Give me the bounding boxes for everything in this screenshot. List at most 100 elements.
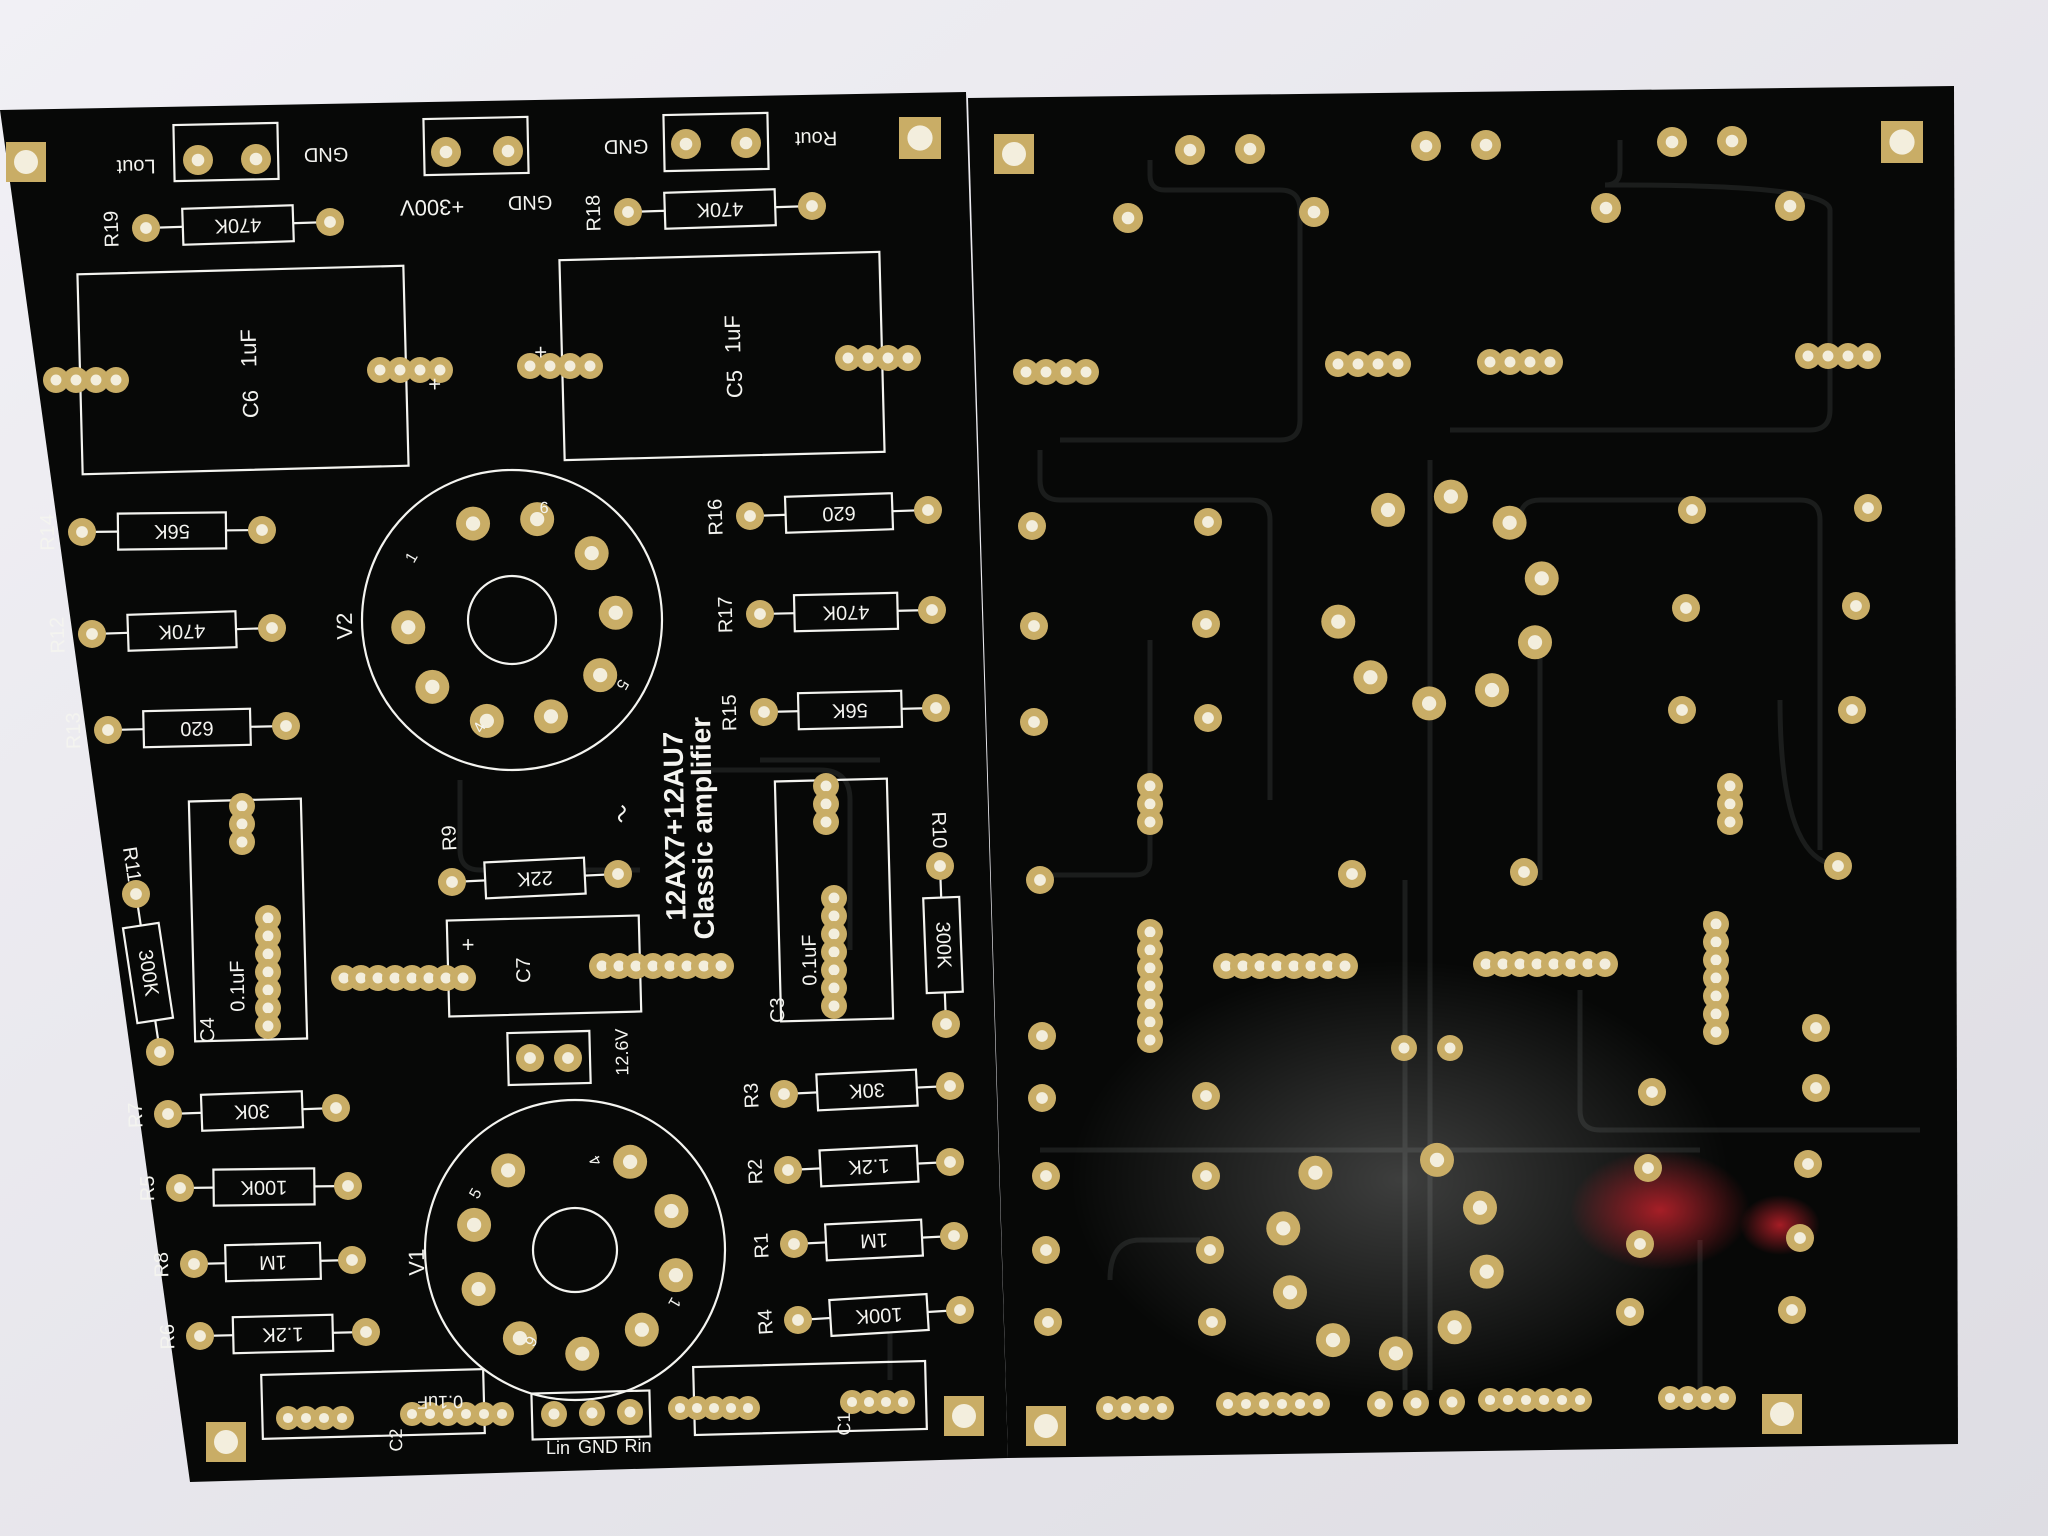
mount-hole bbox=[206, 1422, 246, 1462]
resistor-value: 470K bbox=[214, 213, 262, 237]
v12-connector-box bbox=[506, 1029, 592, 1087]
back-pad bbox=[1053, 359, 1079, 385]
resistor-pad bbox=[784, 1306, 812, 1334]
v2-pin-pad bbox=[469, 703, 504, 738]
c6-pad bbox=[43, 367, 69, 393]
back-pad bbox=[1367, 1391, 1393, 1417]
c2-pad bbox=[472, 1402, 496, 1426]
resistor-value: 100K bbox=[854, 1303, 903, 1328]
lout-pad bbox=[183, 145, 213, 175]
back-pad bbox=[1672, 594, 1700, 622]
rout-pad bbox=[731, 128, 761, 158]
back-pad bbox=[1717, 809, 1743, 835]
c6-pad bbox=[367, 357, 393, 383]
back-pad bbox=[1510, 858, 1538, 886]
mount-hole bbox=[1026, 1406, 1066, 1446]
back-pad bbox=[1034, 1308, 1062, 1336]
resistor-ref: R17 bbox=[715, 596, 738, 633]
mount-hole bbox=[899, 117, 941, 159]
back-pad bbox=[1196, 1236, 1224, 1264]
back-tube-pad bbox=[1321, 604, 1356, 639]
v1-pin-pad bbox=[624, 1312, 659, 1347]
back-pad bbox=[1073, 359, 1099, 385]
v300-pad bbox=[493, 136, 523, 166]
resistor-pad bbox=[122, 880, 150, 908]
back-pad bbox=[1013, 359, 1039, 385]
resistor-pad bbox=[166, 1174, 194, 1202]
back-pad bbox=[1678, 496, 1706, 524]
resistor-pad bbox=[258, 614, 286, 642]
label-c2: C2 bbox=[386, 1428, 406, 1451]
rout-pad bbox=[671, 129, 701, 159]
resistor-ref: R10 bbox=[927, 811, 950, 849]
resistor-value: 100K bbox=[240, 1176, 288, 1199]
c6-pad bbox=[407, 357, 433, 383]
resistor-ref: R18 bbox=[582, 194, 605, 231]
back-pad bbox=[1855, 343, 1881, 369]
label-300v: +300V bbox=[399, 194, 464, 220]
v2-pin-pad bbox=[583, 658, 618, 693]
resistor-pad bbox=[78, 620, 106, 648]
c2-pad bbox=[330, 1406, 354, 1430]
back-pad bbox=[1385, 351, 1411, 377]
c4-pad bbox=[255, 941, 281, 967]
back-pad bbox=[1306, 1392, 1330, 1416]
c2-pad bbox=[294, 1406, 318, 1430]
back-pad bbox=[1325, 351, 1351, 377]
v2-pin-pad bbox=[598, 595, 633, 630]
back-pad bbox=[1332, 953, 1358, 979]
resistor-pad bbox=[248, 516, 276, 544]
v1-pin-pad bbox=[457, 1207, 492, 1242]
resistor-ref: R7 bbox=[125, 1102, 148, 1128]
back-pad bbox=[1192, 1162, 1220, 1190]
resistor-pad bbox=[770, 1080, 798, 1108]
back-board bbox=[968, 86, 1958, 1458]
label-12v: 12.6V bbox=[612, 1028, 633, 1075]
c3-pad bbox=[821, 939, 847, 965]
c1-pad bbox=[857, 1390, 881, 1414]
back-pad bbox=[1234, 1392, 1258, 1416]
label-gnd-left: GND bbox=[304, 143, 349, 166]
mount-hole bbox=[1881, 121, 1923, 163]
c4-pad bbox=[229, 829, 255, 855]
resistor-ref: R2 bbox=[744, 1158, 767, 1185]
back-pad bbox=[1712, 1386, 1736, 1410]
back-tube-pad bbox=[1524, 561, 1559, 596]
c1-pad bbox=[702, 1396, 726, 1420]
glare-highlight bbox=[1070, 960, 1730, 1400]
back-pad bbox=[1703, 911, 1729, 937]
v1-pin-pad bbox=[491, 1153, 526, 1188]
c1-pad bbox=[874, 1390, 898, 1414]
resistor-pad bbox=[614, 198, 642, 226]
resistor-pad bbox=[604, 860, 632, 888]
resistor-ref: R15 bbox=[719, 694, 742, 731]
v12-pad bbox=[516, 1044, 544, 1072]
back-pad bbox=[1794, 1150, 1822, 1178]
c1-pad bbox=[685, 1396, 709, 1420]
back-pad bbox=[1824, 852, 1852, 880]
resistor-ref: R8 bbox=[151, 1252, 174, 1278]
c7-pad bbox=[708, 953, 734, 979]
back-pad bbox=[1676, 1386, 1700, 1410]
back-pad bbox=[1854, 494, 1882, 522]
back-pad bbox=[1299, 197, 1329, 227]
resistor-value: 1M bbox=[259, 1251, 287, 1274]
back-pad bbox=[1497, 349, 1523, 375]
label-c6: C6 bbox=[238, 390, 263, 419]
back-pad bbox=[1028, 1022, 1056, 1050]
resistor-ref: R14 bbox=[37, 514, 59, 551]
back-pad bbox=[1216, 1392, 1240, 1416]
back-pad bbox=[1032, 1236, 1060, 1264]
resistor-pad bbox=[798, 192, 826, 220]
back-pad bbox=[1658, 1386, 1682, 1410]
back-tube-pad bbox=[1437, 1310, 1472, 1345]
back-tube-pad bbox=[1518, 625, 1553, 660]
mount-hole bbox=[6, 142, 46, 182]
